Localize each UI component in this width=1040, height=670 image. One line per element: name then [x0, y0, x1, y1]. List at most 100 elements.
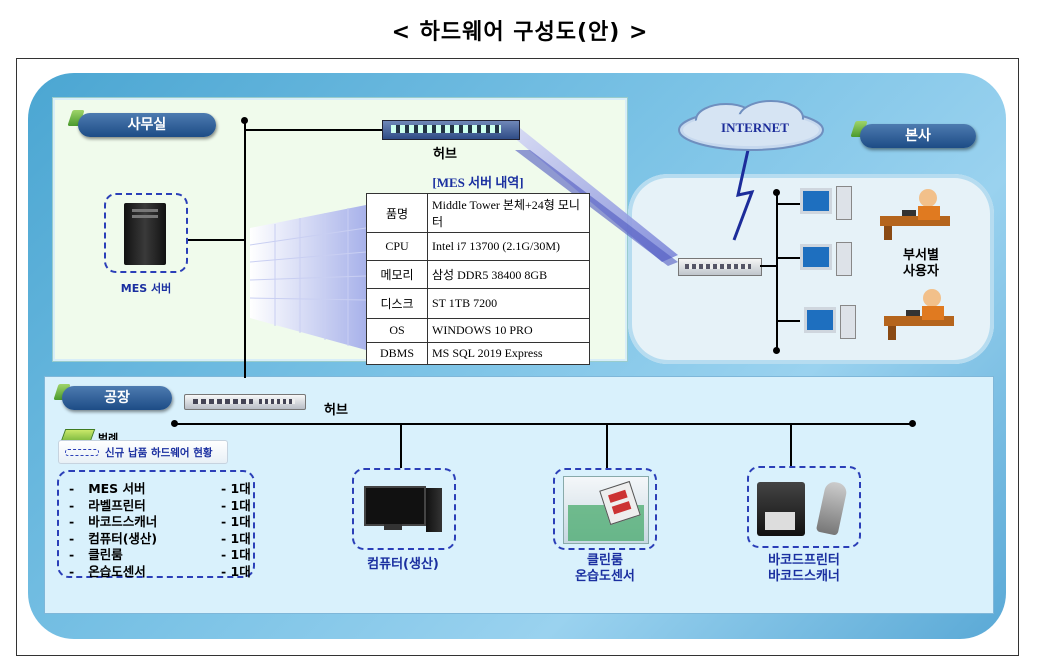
legend-desc: 신규 납품 하드웨어 현황 [105, 447, 213, 459]
list-item-qty: - 1대 [221, 530, 251, 546]
list-item-name: 컴퓨터(생산) [88, 530, 158, 546]
new-hardware-list: -MES 서버- 1대-라벨프린터- 1대-바코드스캐너- 1대-컴퓨터(생산)… [57, 470, 255, 580]
office-user-icon [880, 189, 950, 240]
spec-key: DBMS [366, 342, 428, 365]
server-link [186, 239, 246, 241]
monitor-icon [364, 486, 426, 526]
mes-server-box [104, 193, 188, 273]
list-bullet: - [69, 514, 75, 529]
list-item-qty: - 1대 [221, 497, 251, 513]
node-dot [773, 347, 780, 354]
node-dot [909, 420, 916, 427]
desktop-tower-icon [840, 305, 856, 339]
list-bullet: - [69, 563, 75, 579]
wireless-beam [505, 128, 678, 262]
cleanroom-icon [563, 476, 649, 544]
list-item-name: 클린룸 [88, 547, 123, 562]
lightning-link [732, 149, 755, 241]
list-item-name: 라벨프린터 [88, 497, 146, 513]
tower-pc-icon [426, 488, 442, 532]
drop-link [790, 424, 792, 468]
production-pc-box [352, 468, 456, 550]
list-item-name: MES 서버 [88, 481, 146, 496]
desktop-tower-icon [836, 242, 852, 276]
list-item-qty: - 1대 [221, 563, 251, 579]
hardware-list-item: -바코드스캐너 - 1대 [69, 511, 251, 530]
list-bullet: - [69, 481, 75, 496]
hq-hub-link [760, 265, 777, 267]
office-user-icon [884, 289, 954, 340]
node-dot [241, 117, 248, 124]
spec-value: MS SQL 2019 Express [427, 342, 590, 365]
pc-link [778, 257, 800, 259]
list-bullet: - [69, 547, 75, 562]
drop-link [400, 424, 402, 468]
diagram-frame [16, 58, 1019, 656]
list-item-qty: - 1대 [221, 547, 251, 562]
desktop-monitor-icon [804, 307, 836, 333]
mes-server-label: MES 서버 [120, 282, 172, 295]
hardware-list-item: -MES 서버 - 1대 [69, 478, 251, 497]
label-printer-icon [757, 482, 805, 536]
legend-box: 신규 납품 하드웨어 현황 [58, 440, 228, 464]
desktop-monitor-icon [800, 188, 832, 214]
spec-value: ST 1TB 7200 [427, 288, 590, 319]
cleanroom-label: 클린룸 온습도센서 [575, 553, 635, 584]
spec-key: OS [366, 318, 428, 343]
list-item-qty: - 1대 [221, 514, 251, 529]
spec-value: Middle Tower 본체+24형 모니터 [427, 193, 590, 233]
spec-key: CPU [366, 232, 428, 261]
desktop-monitor-icon [800, 244, 832, 270]
list-item-name: 바코드스캐너 [88, 514, 158, 529]
list-item-name: 온습도센서 [88, 563, 146, 579]
list-item-qty: - 1대 [221, 481, 251, 496]
spec-value: Intel i7 13700 (2.1G/30M) [427, 232, 590, 261]
pc-link [778, 320, 800, 322]
tower-pc-icon [124, 203, 166, 265]
internet-label: INTERNET [721, 120, 789, 135]
node-dot [773, 189, 780, 196]
factory-hub-device [184, 394, 306, 410]
barcode-label: 바코드프린터 바코드스캐너 [768, 553, 840, 584]
factory-bus [174, 423, 912, 425]
office-backbone [244, 120, 246, 378]
hq-zone-label: 본사 [860, 124, 976, 148]
node-dot [171, 420, 178, 427]
wireless-beam [515, 150, 678, 266]
spec-title: [MES 서버 내역] [432, 175, 524, 190]
hardware-list-item: -클린룸 - 1대 [69, 544, 251, 563]
office-hub-label: 허브 [433, 147, 457, 162]
hq-hub-device [678, 258, 762, 276]
hub-link [244, 129, 384, 131]
dept-users-label: 부서별 사용자 [903, 248, 939, 279]
list-bullet: - [69, 497, 75, 513]
hardware-list-item: -온습도센서 - 1대 [69, 561, 251, 580]
page-title: < 하드웨어 구성도(안) > [391, 20, 649, 45]
spec-key: 디스크 [366, 288, 428, 319]
office-zone-label: 사무실 [78, 113, 216, 137]
list-bullet: - [69, 530, 75, 546]
office-hub-device [382, 120, 520, 140]
hq-backbone [776, 192, 778, 352]
hardware-list-item: -라벨프린터 - 1대 [69, 495, 251, 514]
dashed-sample-icon [65, 449, 99, 456]
desktop-tower-icon [836, 186, 852, 220]
spec-key: 품명 [366, 193, 428, 233]
pc-link [778, 203, 800, 205]
cleanroom-box [553, 468, 657, 550]
drop-link [606, 424, 608, 468]
barcode-box [747, 466, 861, 548]
spec-value: WINDOWS 10 PRO [427, 318, 590, 343]
factory-hub-label: 허브 [324, 403, 348, 418]
internet-cloud-icon [678, 100, 824, 151]
hardware-list-item: -컴퓨터(생산) - 1대 [69, 528, 251, 547]
factory-zone-label: 공장 [62, 386, 172, 410]
